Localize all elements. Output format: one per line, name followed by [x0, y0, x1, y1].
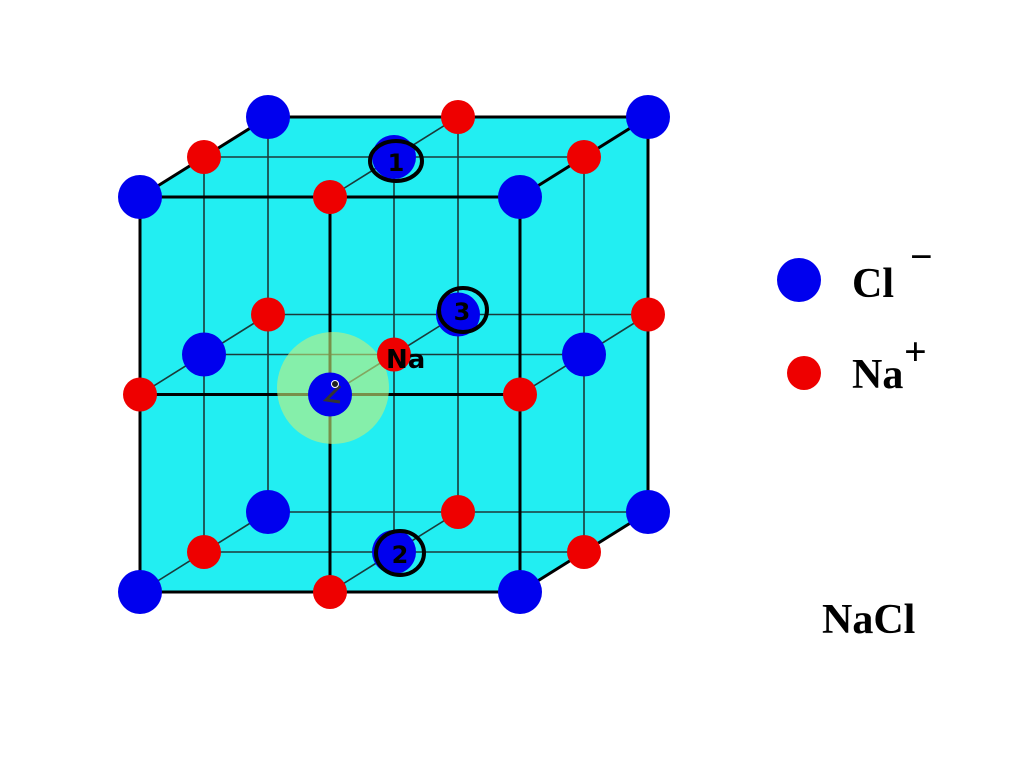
annotation-circle-3: 3: [437, 286, 489, 334]
sodium-ion: [503, 377, 537, 412]
svg-text:1: 1: [388, 149, 405, 177]
chloride-ion: [372, 530, 416, 574]
chloride-ion: [626, 95, 670, 139]
sodium-ion: [313, 180, 347, 214]
chloride-ion: [372, 135, 416, 179]
legend-cl-swatch: [777, 258, 821, 302]
sodium-ion: [441, 495, 475, 529]
chloride-ion: [246, 95, 290, 139]
sodium-ion: [187, 535, 221, 569]
chloride-ion: [498, 175, 542, 219]
legend-na-swatch: [787, 356, 821, 390]
legend: Cl − Na +: [777, 234, 933, 398]
chloride-ion: [118, 570, 162, 614]
chloride-ion: [498, 570, 542, 614]
sodium-ion: [377, 337, 411, 372]
legend-cl-charge: −: [910, 234, 933, 279]
title-nacl: NaCl: [822, 597, 915, 643]
annotation-mark: [322, 384, 342, 404]
cursor-dot: [331, 380, 339, 388]
sodium-ion: [313, 575, 347, 609]
chloride-ion: [118, 175, 162, 219]
svg-text:3: 3: [454, 298, 471, 326]
sodium-ion: [441, 100, 475, 134]
chloride-ion: [246, 490, 290, 534]
legend-na-charge: +: [904, 329, 927, 374]
sodium-ion: [251, 297, 285, 332]
annotation-na: Na: [386, 345, 425, 375]
svg-text:2: 2: [392, 541, 409, 569]
chloride-ion: [562, 332, 606, 377]
sodium-ion: [123, 377, 157, 412]
legend-cl-label: Cl: [852, 261, 894, 307]
sodium-ion: [631, 297, 665, 332]
legend-na-label: Na: [852, 352, 903, 398]
chloride-ion: [182, 332, 226, 377]
chloride-ion: [626, 490, 670, 534]
sodium-ion: [567, 140, 601, 174]
sodium-ion: [187, 140, 221, 174]
annotation-circle-2: 2: [374, 529, 426, 577]
annotation-circle-1: 1: [368, 139, 424, 183]
sodium-ion: [567, 535, 601, 569]
